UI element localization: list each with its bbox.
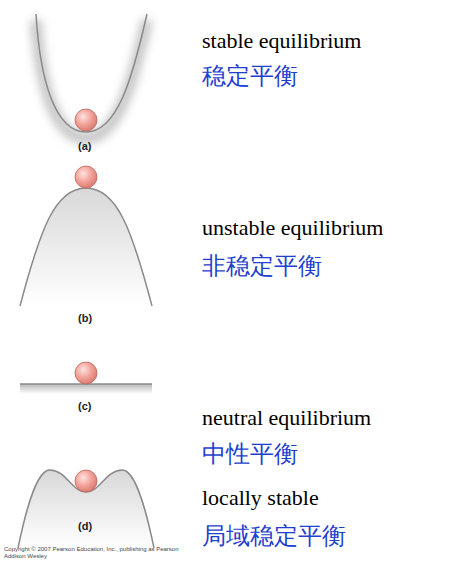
chinese-term: 非稳定平衡 [202,250,322,282]
english-term: neutral equilibrium [202,405,371,431]
copyright-note: Copyright © 2007 Pearson Education, Inc.… [4,546,194,560]
panel-tag: (c) [78,400,91,412]
chinese-term: 局域稳定平衡 [202,520,346,552]
ball [75,362,97,384]
hill-surface [20,166,152,306]
bowl-surface [36,14,147,138]
ball [75,109,97,131]
panel-tag: (b) [78,312,92,324]
english-term: locally stable [202,485,319,511]
english-term: unstable equilibrium [202,215,383,241]
chinese-term: 稳定平衡 [202,60,298,92]
ball [75,166,97,188]
flat-surface [20,362,152,394]
ball [75,470,97,492]
english-term: stable equilibrium [202,28,361,54]
panel-tag: (a) [78,140,91,152]
panel-tag: (d) [78,520,92,532]
double-hump-surface [18,470,154,548]
chinese-term: 中性平衡 [202,438,298,470]
